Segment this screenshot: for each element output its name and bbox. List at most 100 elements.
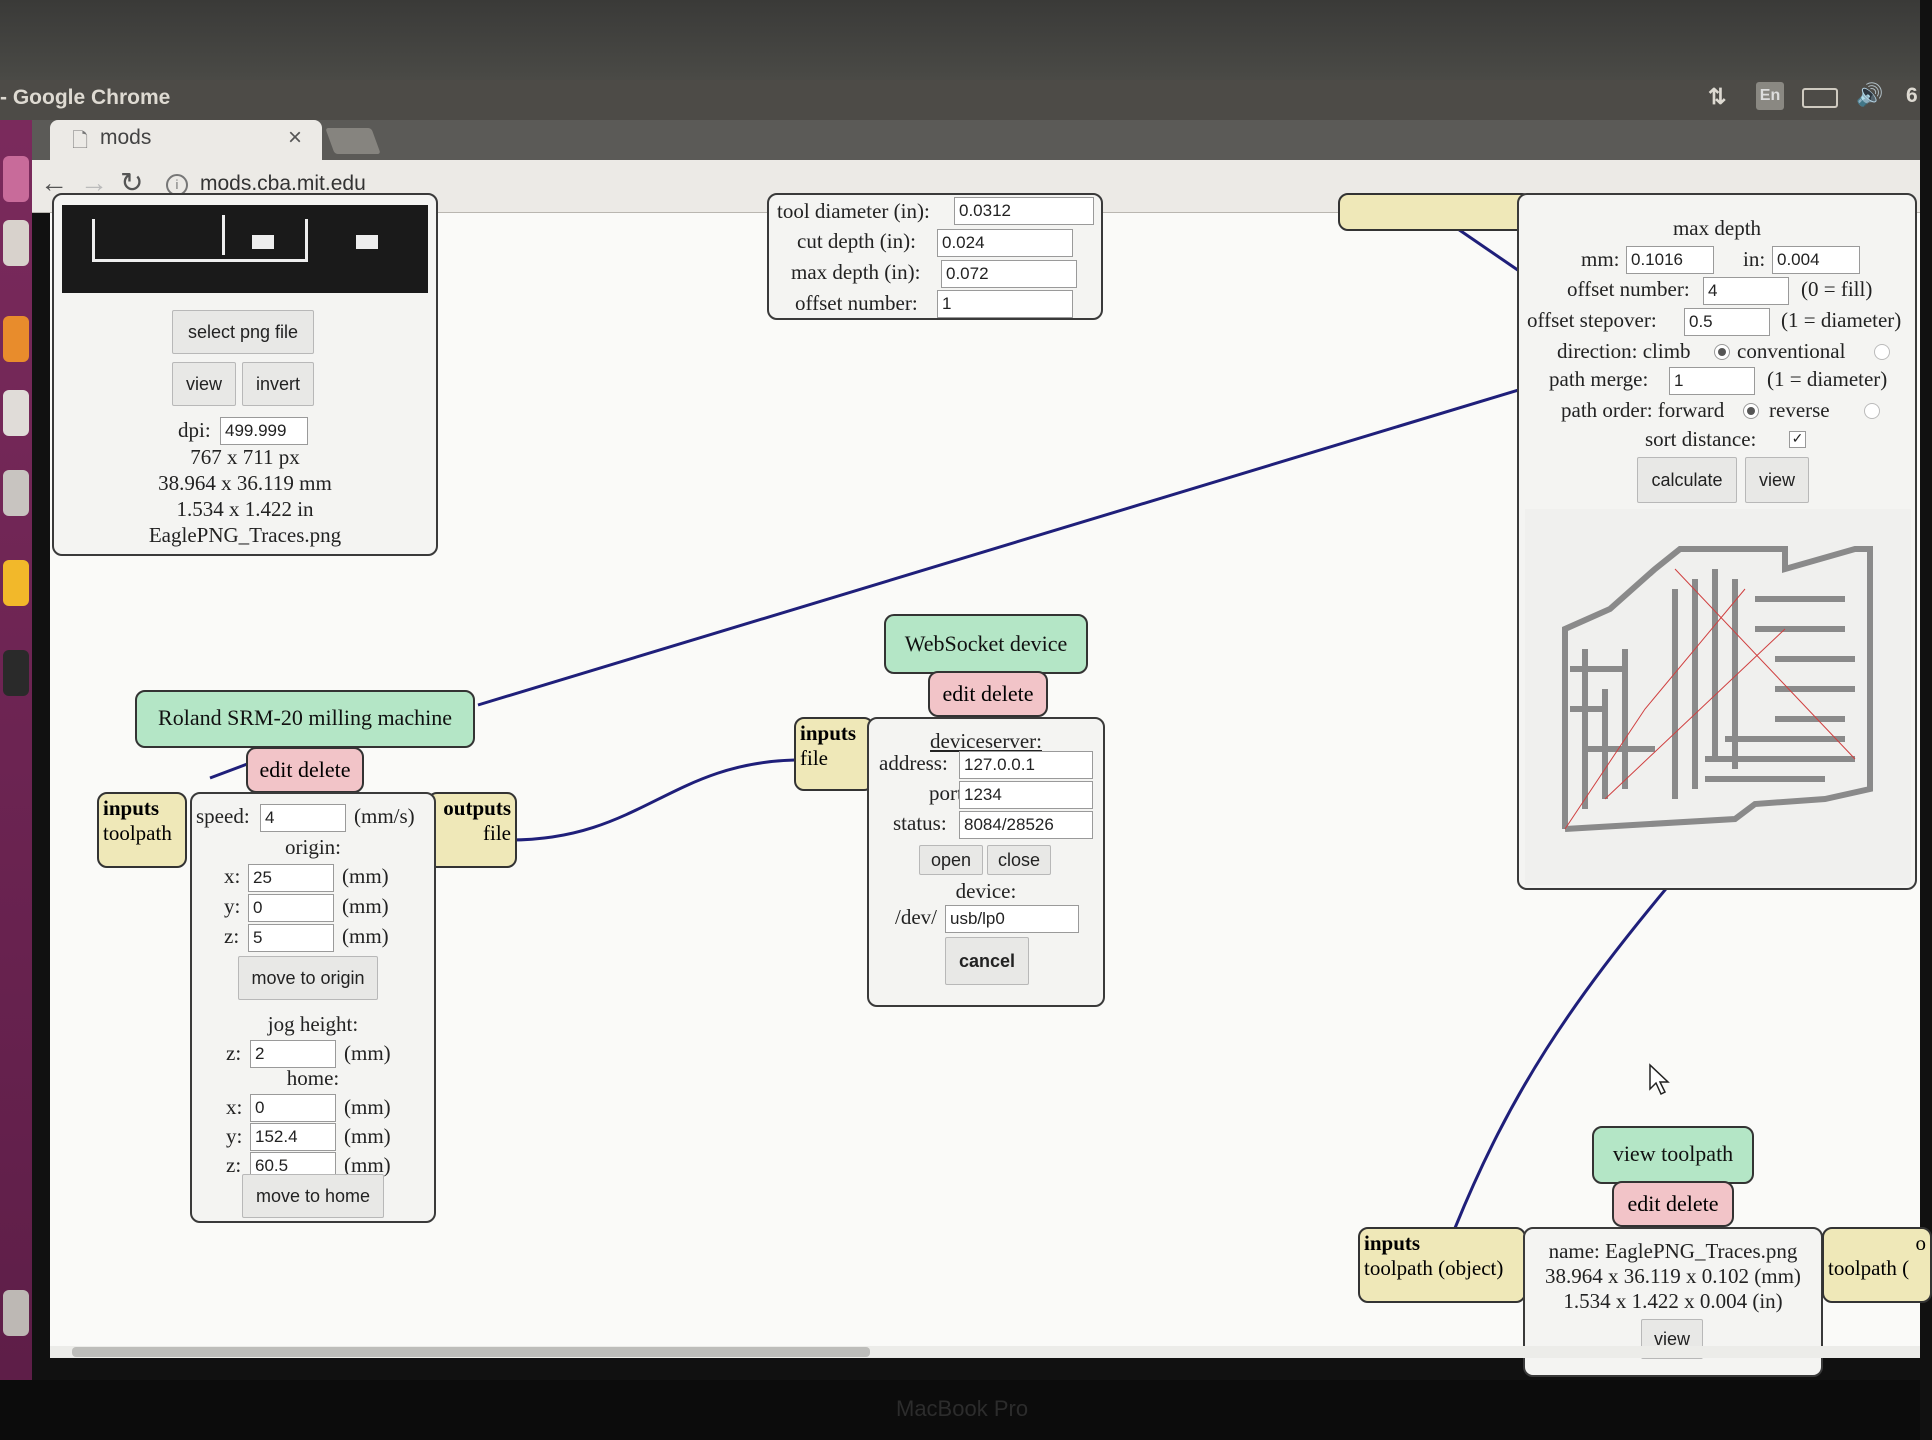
volume-icon[interactable]: 🔊 [1856, 82, 1884, 107]
move-to-origin-button[interactable]: move to origin [238, 956, 378, 1000]
module-output-tab[interactable] [1338, 193, 1532, 231]
max-depth-mm-field[interactable]: 0.1016 [1626, 246, 1714, 274]
mm-label: mm: [1581, 247, 1620, 271]
clock-partial[interactable]: 6 [1906, 84, 1918, 107]
deviceserver-link[interactable]: deviceserver: [930, 729, 1042, 753]
origin-y-field[interactable]: 0 [248, 894, 334, 922]
path-merge-field[interactable]: 1 [1669, 367, 1755, 395]
dev-prefix: /dev/ [895, 905, 937, 929]
view-toolpath-outputs-port[interactable]: o toolpath ( [1822, 1227, 1932, 1303]
calculate-button[interactable]: calculate [1637, 457, 1737, 503]
jog-z-field[interactable]: 2 [250, 1040, 336, 1068]
tool-diameter-field[interactable]: 0.0312 [954, 197, 1094, 225]
offset-number-field[interactable]: 4 [1703, 277, 1789, 305]
roland-inputs-port[interactable]: inputs toolpath [97, 792, 187, 868]
device-field[interactable]: usb/lp0 [945, 905, 1079, 933]
launcher-app-icon[interactable] [3, 156, 29, 202]
address-field[interactable]: 127.0.0.1 [959, 751, 1093, 779]
toolpath-name: name: EaglePNG_Traces.png [1548, 1239, 1798, 1263]
network-icon[interactable]: ⇅ [1708, 84, 1727, 109]
reload-icon[interactable]: ↻ [120, 168, 144, 199]
wire-layer [209, 201, 1677, 1229]
url-field[interactable]: mods.cba.mit.edu [200, 172, 366, 195]
language-indicator[interactable]: En [1756, 82, 1784, 110]
cut-depth-field[interactable]: 0.024 [937, 229, 1073, 257]
outputs-label-partial: o [1915, 1231, 1927, 1255]
max-depth-label: max depth (in): [791, 260, 921, 284]
in-label: in: [1743, 247, 1766, 271]
tab-strip: 🗋 mods × [32, 120, 1920, 160]
move-to-home-button[interactable]: move to home [242, 1174, 384, 1218]
horizontal-scrollbar[interactable] [50, 1346, 1920, 1358]
path-merge-label: path merge: [1549, 367, 1649, 391]
dpi-field[interactable]: 499.999 [220, 417, 308, 445]
mm-unit: (mm) [342, 864, 389, 888]
origin-y-label: y: [224, 894, 241, 918]
launcher-app-icon[interactable] [3, 650, 29, 696]
window-title: - Google Chrome [0, 86, 171, 109]
launcher-app-icon[interactable] [3, 560, 29, 606]
view-toolpath-inputs-port[interactable]: inputs toolpath (object) [1358, 1227, 1526, 1303]
websocket-title[interactable]: WebSocket device [884, 614, 1088, 674]
cancel-button[interactable]: cancel [945, 937, 1029, 985]
select-png-button[interactable]: select png file [172, 310, 314, 354]
toolpath-preview [1525, 509, 1911, 885]
offset-number-label: offset number: [1567, 277, 1690, 301]
reverse-radio[interactable] [1864, 403, 1880, 419]
new-tab-button[interactable] [325, 128, 381, 154]
scrollbar-thumb[interactable] [72, 1347, 870, 1357]
png-filename: EaglePNG_Traces.png [148, 523, 342, 547]
forward-radio[interactable] [1743, 403, 1759, 419]
climb-radio[interactable] [1714, 344, 1730, 360]
launcher-app-icon[interactable] [3, 470, 29, 516]
websocket-inputs-port[interactable]: inputs file [794, 717, 874, 791]
trash-icon[interactable] [3, 1290, 29, 1336]
launcher-app-icon[interactable] [3, 316, 29, 362]
speed-field[interactable]: 4 [260, 804, 346, 832]
close-button[interactable]: close [987, 845, 1051, 875]
view-toolpath-title[interactable]: view toolpath [1592, 1126, 1754, 1184]
websocket-settings: deviceserver: address: 127.0.0.1 port: 1… [867, 717, 1105, 1007]
mm-unit: (mm) [342, 924, 389, 948]
view-toolpath-edit-delete[interactable]: edit delete [1612, 1181, 1734, 1227]
home-x-field[interactable]: 0 [250, 1094, 336, 1122]
preview-traces [92, 219, 308, 262]
origin-z-field[interactable]: 5 [248, 924, 334, 952]
outputs-type: file [483, 821, 511, 845]
roland-edit-delete[interactable]: edit delete [246, 747, 364, 793]
port-field[interactable]: 1234 [959, 781, 1093, 809]
tab-mods[interactable]: 🗋 mods × [50, 120, 322, 160]
invert-button[interactable]: invert [242, 362, 314, 406]
sort-distance-checkbox[interactable]: ✓ [1789, 431, 1806, 448]
tab-close-icon[interactable]: × [288, 124, 303, 151]
launcher-app-icon[interactable] [3, 220, 29, 266]
png-preview [62, 205, 428, 293]
offset-number-field[interactable]: 1 [937, 290, 1073, 318]
wire [477, 386, 1526, 707]
cut-depth-label: cut depth (in): [797, 229, 916, 253]
open-button[interactable]: open [919, 845, 983, 875]
battery-icon[interactable] [1802, 88, 1838, 108]
home-heading: home: [286, 1066, 340, 1090]
conventional-radio[interactable] [1874, 344, 1890, 360]
mill-raster-module: max depth mm: 0.1016 in: 0.004 offset nu… [1517, 193, 1917, 890]
launcher-app-icon[interactable] [3, 390, 29, 436]
home-z-label: z: [226, 1153, 242, 1177]
reverse-label: reverse [1769, 398, 1830, 422]
view-button[interactable]: view [172, 362, 236, 406]
origin-x-field[interactable]: 25 [248, 864, 334, 892]
jog-z-label: z: [226, 1041, 242, 1065]
inputs-type: toolpath [103, 821, 172, 845]
websocket-edit-delete[interactable]: edit delete [928, 671, 1048, 717]
address-label: address: [879, 751, 948, 775]
stepover-field[interactable]: 0.5 [1684, 308, 1770, 336]
max-depth-in-field[interactable]: 0.004 [1772, 246, 1860, 274]
max-depth-field[interactable]: 0.072 [941, 260, 1077, 288]
view-button[interactable]: view [1745, 457, 1809, 503]
home-y-field[interactable]: 152.4 [250, 1123, 336, 1151]
inputs-label: inputs [1364, 1231, 1421, 1255]
stepover-label: offset stepover: [1527, 308, 1657, 332]
desktop-background [0, 0, 1920, 80]
roland-title[interactable]: Roland SRM-20 milling machine [135, 690, 475, 748]
roland-outputs-port[interactable]: outputs file [427, 792, 517, 868]
